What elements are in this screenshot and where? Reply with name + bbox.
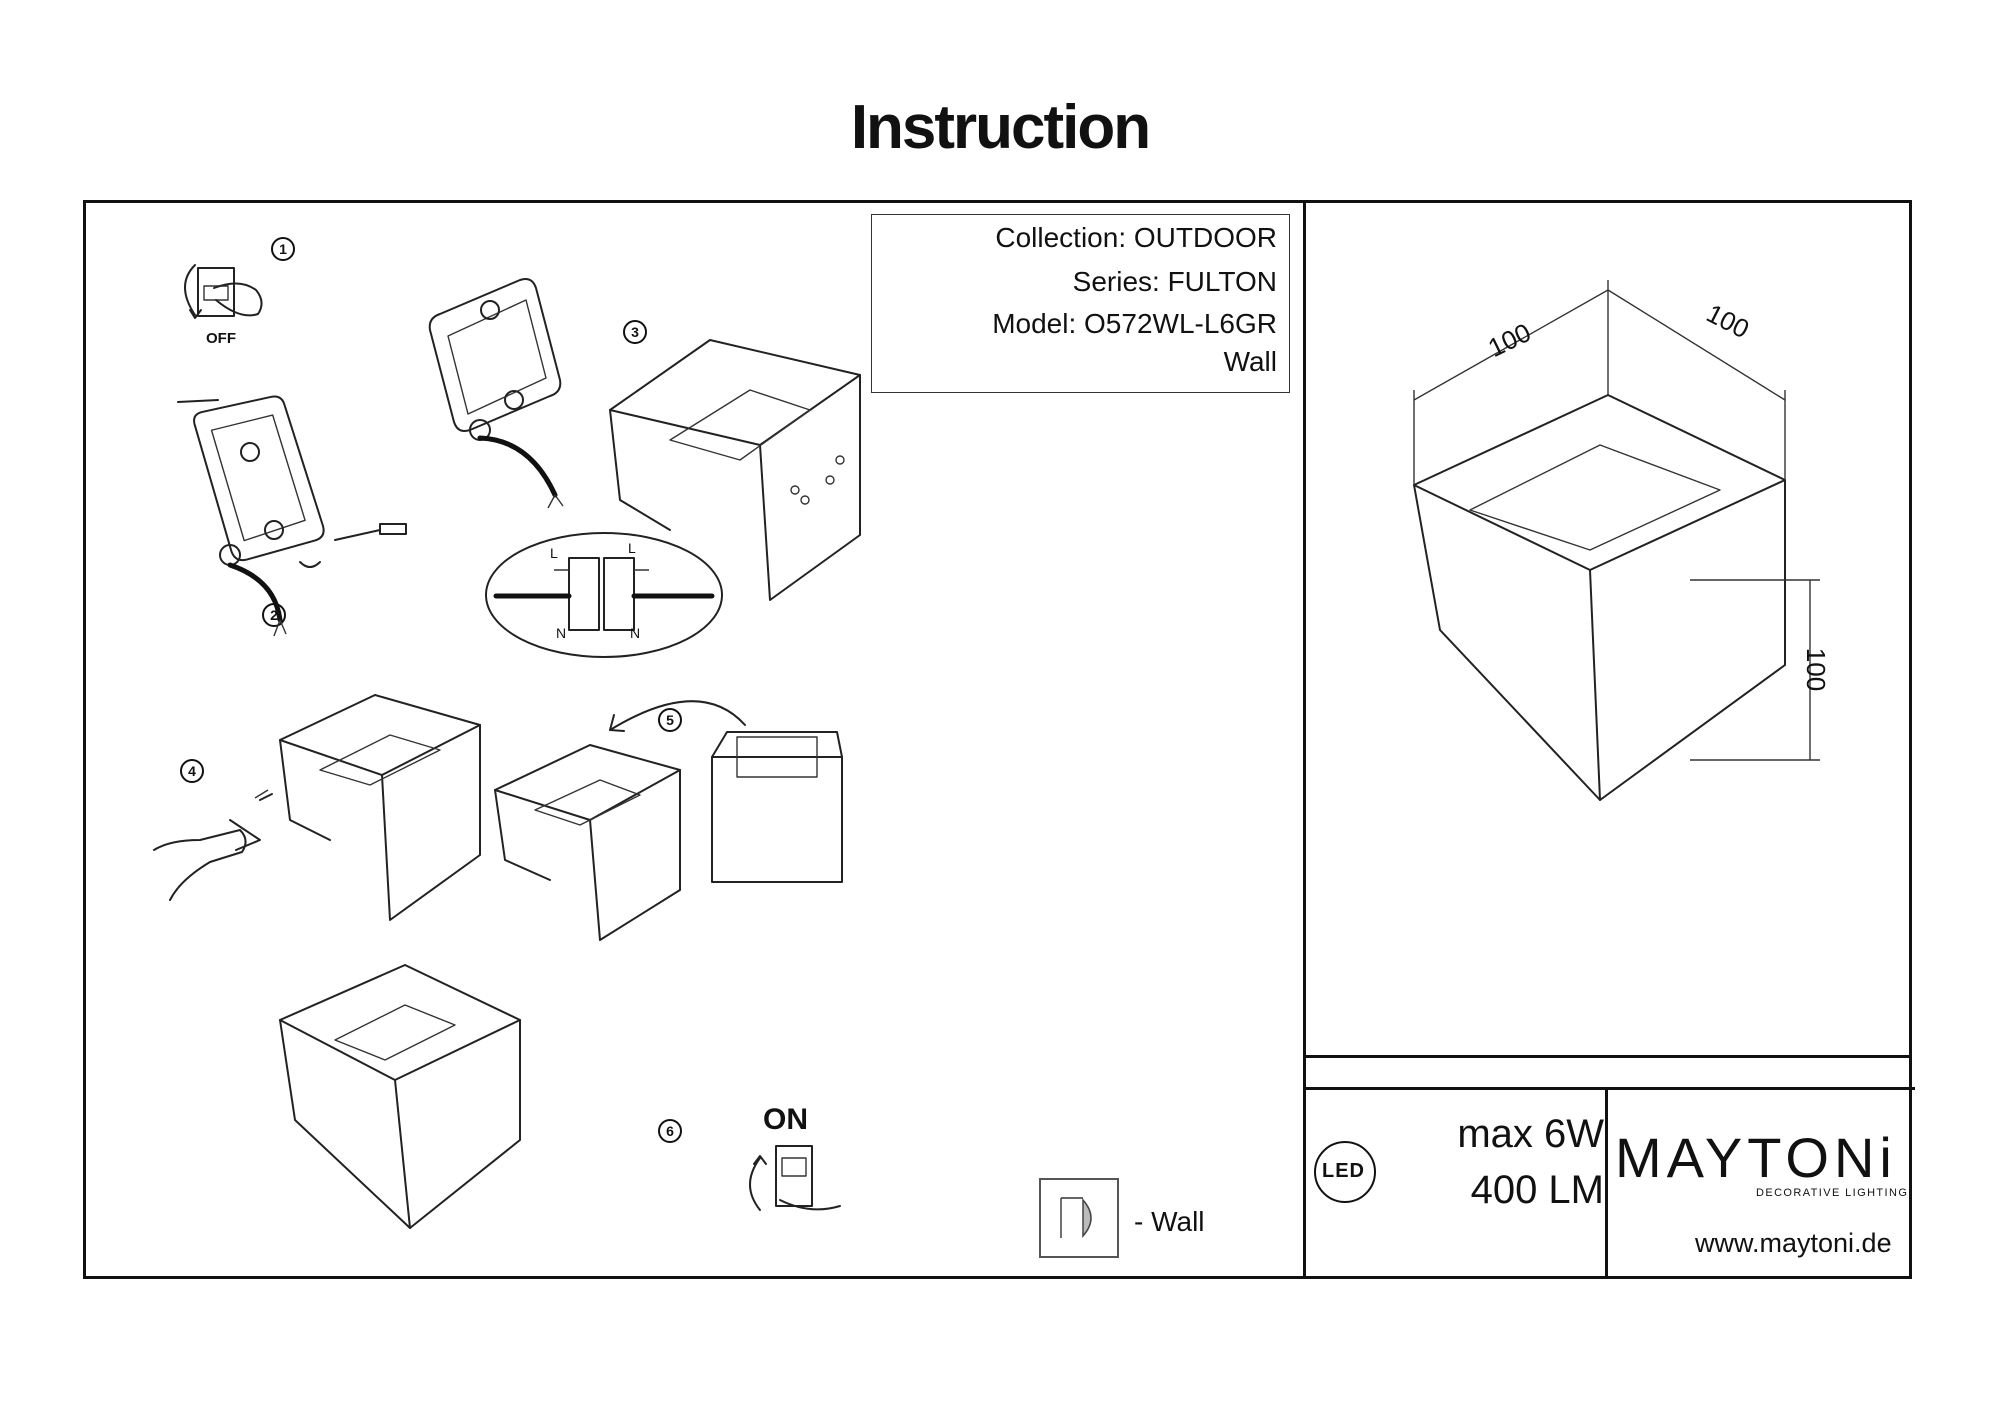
switch-off-illustration xyxy=(184,264,263,319)
info-series: Series: FULTON xyxy=(1072,266,1277,297)
wire-label-n-left: N xyxy=(556,625,567,641)
step-1-number: 1 xyxy=(271,237,295,261)
wall-mount-icon xyxy=(1039,1178,1119,1258)
led-badge xyxy=(1314,1141,1376,1203)
lamp-assembled-illustration xyxy=(279,964,521,1229)
spec-power: max 6W xyxy=(1457,1112,1604,1156)
divider-horizontal-spec xyxy=(1303,1087,1915,1090)
lamp-screw-step4-illustration xyxy=(153,694,481,921)
product-info-box xyxy=(871,214,1290,393)
brand-logo: MAYTONi xyxy=(1615,1126,1897,1189)
led-badge-label: LED xyxy=(1322,1160,1365,1182)
mounting-bracket-step3-illustration xyxy=(428,278,564,509)
divider-horizontal-spec-top xyxy=(1303,1055,1912,1058)
wire-label-n-right: N xyxy=(630,625,641,641)
step-3-number: 3 xyxy=(623,320,647,344)
lamp-cover-step5-illustration xyxy=(711,731,843,883)
cover-install-arrow xyxy=(609,700,746,732)
info-collection: Collection: OUTDOOR xyxy=(995,222,1277,253)
on-label: ON xyxy=(763,1103,808,1136)
dimension-height: 100 xyxy=(1801,647,1832,692)
brand-url[interactable]: www.maytoni.de xyxy=(1695,1228,1892,1258)
brand-tagline: DECORATIVE LIGHTING xyxy=(1756,1187,1909,1199)
mounting-bracket-step2-illustration xyxy=(177,395,407,637)
divider-vertical-brand xyxy=(1605,1087,1608,1279)
instruction-frame xyxy=(83,200,1912,1279)
lamp-open-step3-illustration xyxy=(609,339,861,601)
step-6-number: 6 xyxy=(658,1119,682,1143)
off-label: OFF xyxy=(206,330,236,347)
spec-lumen: 400 LM xyxy=(1470,1168,1604,1212)
divider-vertical-main xyxy=(1303,200,1306,1279)
lamp-cover-step4b-illustration xyxy=(494,744,681,941)
page-title: Instruction xyxy=(850,93,1151,162)
step-4-number: 4 xyxy=(180,759,204,783)
info-model: Model: O572WL-L6GR xyxy=(992,308,1277,339)
wire-label-l-right: L xyxy=(628,540,636,556)
wiring-diagram xyxy=(485,532,723,658)
info-type: Wall xyxy=(1223,346,1277,377)
wire-label-l-left: L xyxy=(550,545,558,561)
dimension-drawing xyxy=(1413,280,1820,801)
switch-on-illustration xyxy=(749,1145,841,1211)
mount-legend-label: - Wall xyxy=(1134,1206,1205,1237)
step-5-number: 5 xyxy=(658,708,682,732)
